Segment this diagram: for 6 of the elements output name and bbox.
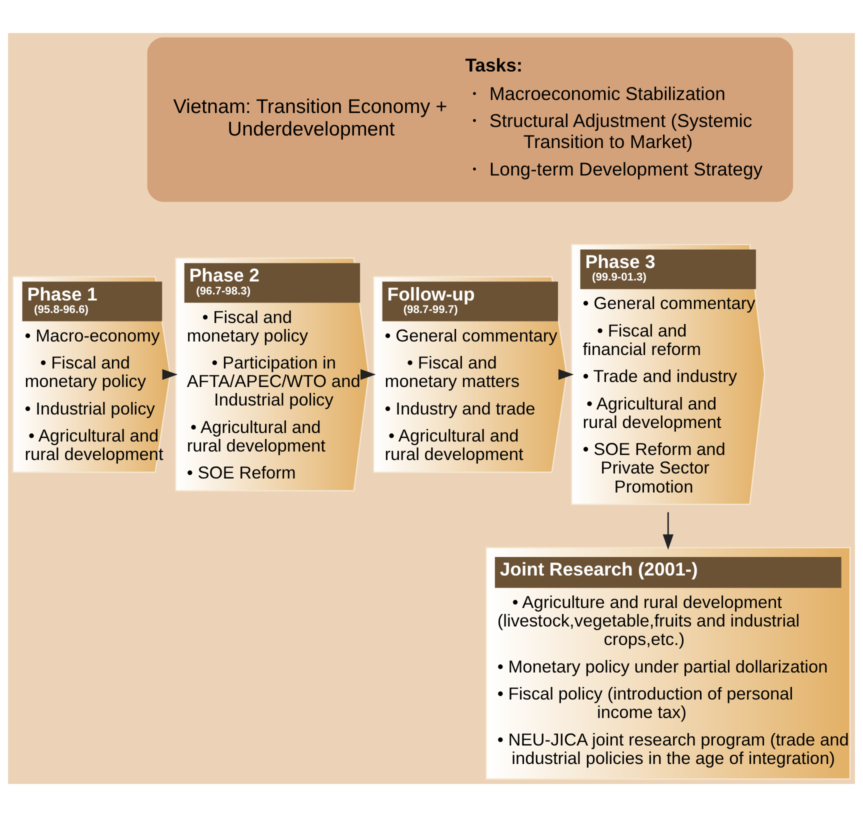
arrow [662, 512, 674, 550]
arrow [162, 368, 178, 380]
arrow [360, 368, 376, 380]
node-box: Joint Research (2001-) • Agriculture and rural development (livestock,vegetable,fruits and industrial crops,etc.) • Monetary policy under partial dollarization • Fiscal policy (introduction of personal income tax) • NEU-JICA joint research program (trade and industrial policies in the age of integration) [486, 546, 851, 780]
node-box: Vietnam: Transition Economy + Underdevelopment Tasks: ・ Macroeconomic Stabilization ・ Structural Adjustment (Systemic Transition to Market) ・ Long-term Development Strategy [147, 36, 794, 202]
arrow [558, 368, 574, 380]
